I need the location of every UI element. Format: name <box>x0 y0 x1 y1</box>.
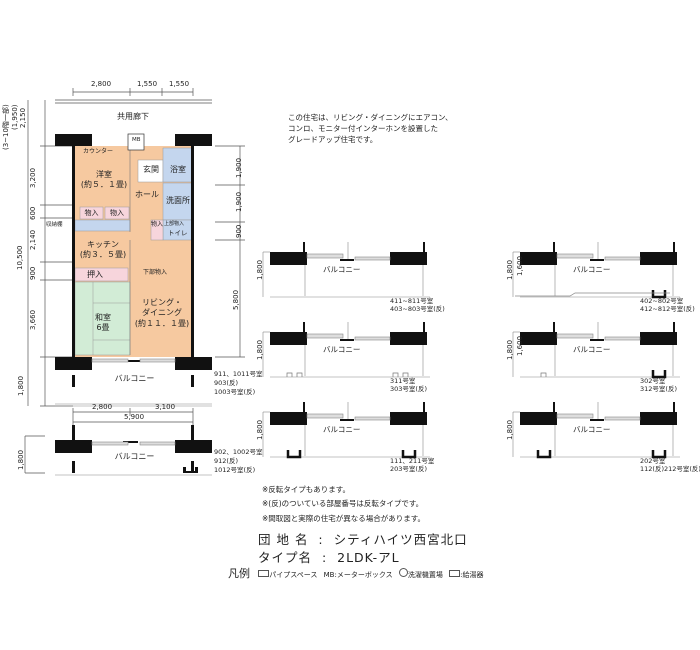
dim-top-1: 2,800 <box>91 80 112 88</box>
section-dim: 1,800 <box>256 339 264 360</box>
type-name-row: タイプ名 : 2LDK-アL <box>258 550 400 565</box>
floor-note: (3~10階一部) <box>2 104 10 150</box>
counter-label: カウンター <box>83 148 114 155</box>
bath-label: 浴室 <box>170 165 186 174</box>
pipe-space-icon <box>258 570 270 577</box>
notes: ※反転タイプもあります。※(反)のついている部屋番号は反転タイプです。※間取図と… <box>262 485 426 523</box>
section-dim: 1,800 <box>506 339 514 360</box>
dim-1900b: 1,900 <box>235 191 243 212</box>
western-room: 洋室(約５．１畳) <box>80 170 128 190</box>
section-dim: 1,800 <box>256 419 264 440</box>
living-dining: リビング・ダイニング(約１１．１畳) <box>134 298 190 328</box>
section-dim: 1,800 <box>256 259 264 280</box>
entrance-label: 玄関 <box>143 165 159 174</box>
dim-1900a: 1,900 <box>235 157 243 178</box>
dim-1800: 1,800 <box>17 375 25 396</box>
lower-storage-label: 下部物入 <box>143 269 168 276</box>
dim-2150: 2,150 <box>19 107 27 128</box>
dim-10500: 10,500 <box>16 245 24 271</box>
water-heater-icon <box>449 570 461 577</box>
dim-bottom-total: 5,900 <box>124 413 145 421</box>
mb-label: MB <box>132 137 141 143</box>
closet-2: 物入 <box>110 209 124 217</box>
section-balcony-label: バルコニー <box>323 425 361 434</box>
upper-storage-label: 上部物入 <box>164 221 185 227</box>
description: この住宅は、リビング・ダイニングにエアコン、コンロ、モニター付インターホンを設置… <box>288 113 453 144</box>
dim-3200: 3,200 <box>29 167 37 188</box>
kitchen: キッチン(約３．５畳) <box>79 240 127 260</box>
section-balcony-label: バルコニー <box>323 345 361 354</box>
section-balcony-label: バルコニー <box>573 345 611 354</box>
alt-balcony-dim: 1,800 <box>17 449 25 470</box>
balcony-label: バルコニー <box>114 374 155 383</box>
legend-title: 凡例 <box>228 567 250 580</box>
alt-balcony-label: バルコニー <box>114 452 155 461</box>
dim-3660: 3,660 <box>29 309 37 330</box>
section-balcony-label: バルコニー <box>323 265 361 274</box>
closet-1: 物入 <box>84 209 99 217</box>
dim-5800: 5,800 <box>232 289 240 310</box>
washroom-label: 洗面所 <box>166 196 190 205</box>
washer-icon <box>398 568 408 577</box>
section-dim: 1,800 <box>506 259 514 280</box>
dim-900r: 900 <box>235 224 243 238</box>
dim-2140: 2,140 <box>29 229 37 250</box>
section-dim-2: 1,600 <box>516 255 524 276</box>
legend: 凡例 パイプスペース MB:メーターボックス 洗濯機置場 :給湯器 <box>228 567 484 580</box>
section-balcony-label: バルコニー <box>573 265 611 274</box>
storage-shelf-label: 収納棚 <box>46 222 63 228</box>
dim-bottom-1: 2,800 <box>92 403 113 411</box>
dim-900: 900 <box>29 266 37 280</box>
hall-label: ホール <box>135 190 159 199</box>
toilet-label: トイレ <box>168 229 188 237</box>
complex-name-row: 団 地 名 : シティハイツ西宮北口 <box>258 532 468 547</box>
section-dim-2: 1,600 <box>516 335 524 356</box>
corridor-label: 共用廊下 <box>117 112 149 121</box>
closet-3: 物入 <box>151 221 164 228</box>
dim-600: 600 <box>29 206 37 220</box>
section-dim: 1,800 <box>506 419 514 440</box>
room-fills <box>73 133 193 357</box>
dim-top-3: 1,550 <box>169 80 190 88</box>
dim-top-2: 1,550 <box>137 80 158 88</box>
dim-alt: (1,950) <box>11 104 19 130</box>
section-balcony-label: バルコニー <box>573 425 611 434</box>
dim-bottom-2: 3,100 <box>155 403 176 411</box>
oshiire-label: 押入 <box>87 270 103 279</box>
